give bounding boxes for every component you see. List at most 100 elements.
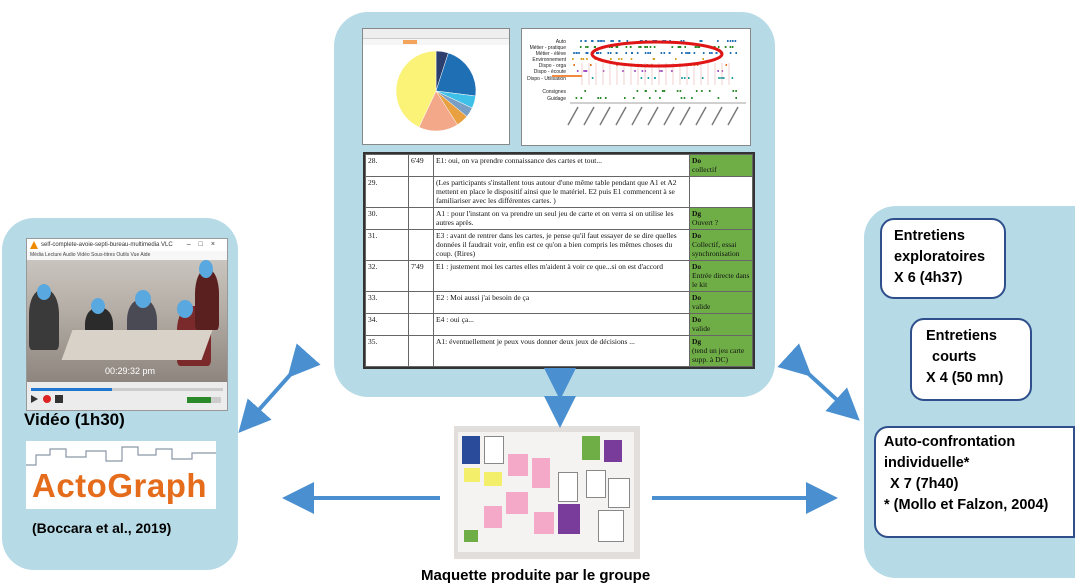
transcript-code xyxy=(689,175,753,208)
mockup-postit xyxy=(534,512,554,534)
timeline-event-mark xyxy=(605,97,607,99)
timeline-event-mark xyxy=(610,58,612,60)
timeline-event-mark xyxy=(683,77,686,79)
timeline-event-mark xyxy=(653,46,656,48)
box-line: Auto-confrontation xyxy=(884,434,1016,450)
timeline-event-mark xyxy=(644,52,647,54)
timeline-event-mark xyxy=(677,46,680,48)
timeline-event-mark xyxy=(591,40,593,42)
box-line: individuelle* xyxy=(884,455,970,471)
timeline-category-label: Guidage xyxy=(547,96,566,102)
mockup-card xyxy=(462,436,480,464)
arrow-center-right xyxy=(777,343,860,421)
timeline-category-label: Dispo - Utilisation xyxy=(527,76,566,82)
timeline-event-mark xyxy=(583,70,585,72)
timeline-event-mark xyxy=(654,90,657,92)
video-titlebar: self-complete-avoie-septi-bureau-multime… xyxy=(27,239,227,251)
timeline-event-mark xyxy=(701,90,703,92)
timeline-event-mark xyxy=(616,46,619,48)
timeline-tick-label-mark xyxy=(615,106,627,126)
highlight-ellipse xyxy=(590,40,724,68)
mockup-card xyxy=(608,478,630,508)
stop-icon xyxy=(55,395,63,403)
mockup-postit xyxy=(484,506,502,528)
timeline-event-mark xyxy=(695,90,698,92)
transcript-num: 29. xyxy=(365,175,409,208)
timeline-event-mark xyxy=(629,46,632,48)
timeline-event-mark xyxy=(602,70,605,72)
timeline-duration-bar xyxy=(552,75,582,77)
timeline-event-mark xyxy=(649,52,651,54)
timeline-event-mark xyxy=(611,46,613,48)
timeline-event-mark xyxy=(659,70,661,72)
timeline-event-mark xyxy=(699,40,702,42)
timeline-event-mark xyxy=(607,52,610,54)
timeline-event-mark xyxy=(579,46,582,48)
timeline-event-mark xyxy=(727,40,729,42)
vlc-cone-icon xyxy=(30,241,38,249)
mockup-card xyxy=(586,470,606,498)
timeline-category-label: Consignes xyxy=(542,89,566,95)
mockup-postit xyxy=(484,472,502,486)
blurred-face xyxy=(37,284,51,300)
timeline-event-mark xyxy=(652,58,655,60)
timeline-event-mark xyxy=(591,40,594,42)
code-label: Do xyxy=(692,156,702,165)
timeline-event-mark xyxy=(586,46,589,48)
timeline-event-mark xyxy=(654,77,656,79)
code-label: Dg xyxy=(692,208,702,218)
mockup-card xyxy=(582,436,600,460)
window-controls-icon: –□× xyxy=(186,241,223,248)
pie-chart-screenshot xyxy=(362,28,510,145)
timeline-event-mark xyxy=(685,52,687,54)
timeline-event-mark xyxy=(682,40,685,42)
timeline-event-mark xyxy=(681,77,683,79)
pie-slice xyxy=(395,50,437,128)
mockup-card xyxy=(558,472,578,502)
box-line: * (Mollo et Falzon, 2004) xyxy=(884,497,1049,513)
mockup-card xyxy=(484,436,504,464)
box-line: exploratoires xyxy=(894,249,986,265)
timeline-event-mark xyxy=(597,40,599,42)
mockup-postit xyxy=(532,458,550,488)
timeline-event-mark xyxy=(601,40,603,42)
timeline-event-mark xyxy=(603,40,605,42)
timeline-event-mark xyxy=(615,46,618,48)
box-self-confrontation: Auto-confrontation individuelle* X 7 (7h… xyxy=(874,426,1075,538)
timeline-tick-label-mark xyxy=(727,106,739,126)
timeline-event-mark xyxy=(717,40,719,42)
box-line: X 7 (7h40) xyxy=(890,476,959,492)
timeline-event-mark xyxy=(729,46,732,48)
mockup-postit xyxy=(506,492,528,514)
mockup-postit xyxy=(464,468,480,482)
timeline-event-mark xyxy=(735,90,737,92)
timeline-event-mark xyxy=(659,97,661,99)
toolbar-button-icon xyxy=(403,40,417,44)
timeline-event-mark xyxy=(700,40,703,42)
timeline-event-mark xyxy=(649,46,652,48)
transcript-row: 29.(Les participants s'installent tous a… xyxy=(365,175,753,208)
timeline-event-mark xyxy=(599,52,602,54)
timeline-event-mark xyxy=(721,77,724,79)
video-player-screenshot: self-complete-avoie-septi-bureau-multime… xyxy=(26,238,228,411)
blurred-face xyxy=(91,298,105,314)
timeline-event-mark xyxy=(691,97,693,99)
timeline-event-mark xyxy=(711,52,713,54)
timeline-event-mark xyxy=(612,40,614,42)
transcript-num: 35. xyxy=(365,334,409,368)
timeline-event-mark xyxy=(718,77,720,79)
timeline-event-mark xyxy=(715,52,718,54)
timeline-event-mark xyxy=(731,77,734,79)
timeline-event-mark xyxy=(580,58,583,60)
timeline-event-mark xyxy=(688,77,690,79)
timeline-event-mark xyxy=(735,52,737,54)
box-line: courts xyxy=(932,349,977,365)
timeline-event-mark xyxy=(720,77,722,79)
timeline-event-mark xyxy=(735,97,737,99)
play-icon xyxy=(31,395,38,403)
timeline-event-mark xyxy=(632,97,635,99)
